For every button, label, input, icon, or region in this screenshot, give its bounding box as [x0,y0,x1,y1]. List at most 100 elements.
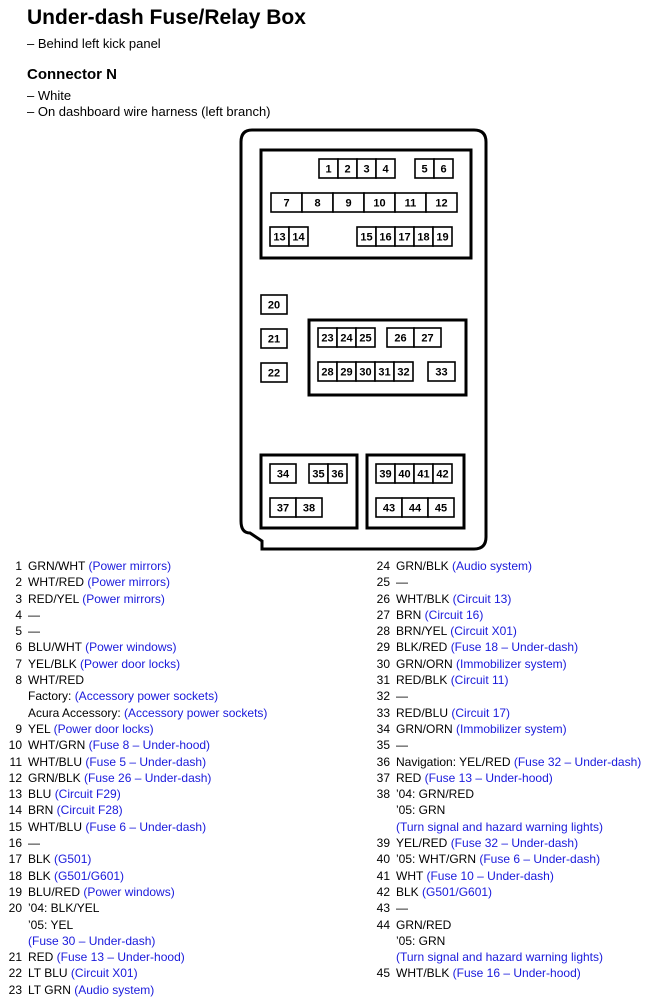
pin-description: BRN (Circuit 16) [396,607,483,623]
circuit-reference-link[interactable]: (Circuit 16) [424,607,484,622]
circuit-reference-link[interactable]: (Fuse 16 – Under-hood) [452,966,581,981]
fuse-label-4: 4 [382,164,389,176]
pin-description: BLK (G501/G601) [396,884,492,900]
circuit-reference-link[interactable]: (Fuse 26 – Under-dash) [84,770,212,785]
wire-color-text: Navigation: YEL/RED [396,754,514,769]
wire-color-text: WHT/BLU [28,819,86,834]
circuit-reference-link[interactable]: (G501) [54,852,92,867]
pin-description-line: RED (Fuse 13 – Under-hood) [28,949,185,965]
circuit-reference-link[interactable]: (G501/G601) [422,884,493,899]
pin-description: — [396,900,408,916]
pin-description-line: — [28,835,40,851]
circuit-reference-link[interactable]: (Fuse 6 – Under-dash) [479,852,601,867]
circuit-reference-link[interactable]: (Circuit X01) [450,624,517,639]
circuit-reference-link[interactable]: (Fuse 32 – Under-dash) [513,754,642,769]
pin-row-38: 38’04: GRN/RED’05: GRN(Turn signal and h… [368,786,641,835]
pin-row-29: 29 BLK/RED (Fuse 18 – Under-dash) [368,639,641,655]
pin-description: LT GRN (Audio system) [28,982,154,998]
pin-number: 23 [8,982,22,997]
circuit-reference-link[interactable]: (Power windows) [83,884,175,899]
fuse-label-35: 35 [312,469,324,481]
circuit-reference-link[interactable]: (G501/G601) [54,868,125,883]
pin-number: 35 [376,738,390,753]
fuse-label-19: 19 [436,232,448,244]
wire-color-text: BLK [28,852,55,867]
fuse-cell-42 [432,463,453,484]
fuse-label-3: 3 [363,164,369,176]
pin-number: 29 [376,640,390,655]
circuit-reference-link[interactable]: (Fuse 13 – Under-hood) [56,950,185,965]
fuse-label-18: 18 [417,232,429,244]
wire-color-text: RED/YEL [28,591,83,606]
circuit-reference-link[interactable]: (Power mirrors) [82,591,165,606]
circuit-reference-link[interactable]: (Power mirrors) [88,559,172,573]
circuit-reference-link[interactable]: (Circuit F28) [56,803,123,818]
circuit-reference-link[interactable]: (Accessory power sockets) [74,689,219,704]
circuit-reference-link[interactable]: (Circuit X01) [70,966,138,981]
wire-color-text: GRN/WHT [28,559,89,573]
pin-description: BRN (Circuit F28) [28,802,123,818]
circuit-reference-link[interactable]: (Immobilizer system) [456,656,567,671]
pin-number: 31 [376,673,390,688]
circuit-reference-link[interactable]: (Fuse 5 – Under-dash) [85,754,207,769]
pin-description-line: BRN/YEL (Circuit X01) [396,623,517,639]
circuit-reference-link[interactable]: (Circuit 13) [452,591,512,606]
pin-number: 20 [8,901,22,916]
circuit-reference-link[interactable]: (Immobilizer system) [456,721,567,736]
pin-description: — [396,574,408,590]
fuse-cell-34 [269,463,297,484]
circuit-reference-link[interactable]: (Fuse 10 – Under-dash) [426,868,554,883]
pin-row-32: 32— [368,688,641,704]
pin-description-line: (Turn signal and hazard warning lights) [396,949,603,965]
pin-number: 9 [15,721,22,736]
circuit-reference-link[interactable]: (Fuse 8 – Under-hood) [88,738,211,753]
circuit-reference-link[interactable]: (Power windows) [85,640,177,655]
circuit-reference-link[interactable]: (Fuse 32 – Under-dash) [450,836,579,851]
pin-description: RED/YEL (Power mirrors) [28,591,165,607]
wire-color-text: BLK/RED [396,640,451,655]
fuse-label-44: 44 [409,503,422,515]
circuit-reference-link[interactable]: (Fuse 30 – Under-dash) [28,933,156,948]
fuse-label-37: 37 [277,503,289,515]
pin-description: GRN/ORN (Immobilizer system) [396,656,567,672]
circuit-reference-link[interactable]: (Turn signal and hazard warning lights) [396,950,603,965]
pin-description-line: GRN/ORN (Immobilizer system) [396,656,567,672]
circuit-reference-link[interactable]: (Power door locks) [53,721,154,736]
wire-color-text: GRN/ORN [396,656,456,671]
circuit-reference-link[interactable]: (Audio system) [74,982,155,997]
circuit-reference-link[interactable]: (Fuse 6 – Under-dash) [85,819,207,834]
circuit-reference-link[interactable]: (Fuse 18 – Under-dash) [450,640,579,655]
circuit-reference-link[interactable]: (Turn signal and hazard warning lights) [396,819,603,834]
circuit-reference-link[interactable]: (Circuit 11) [450,673,509,688]
fuse-cell-27 [413,327,442,348]
circuit-reference-link[interactable]: (Power mirrors) [87,575,170,590]
pin-description: RED (Fuse 13 – Under-hood) [28,949,185,965]
pin-number: 4 [15,607,22,622]
pin-row-35: 35— [368,737,641,753]
pin-description: LT BLU (Circuit X01) [28,965,138,981]
wire-color-text: WHT/BLK [396,966,453,981]
pin-row-23: 23 LT GRN (Audio system) [0,982,267,998]
circuit-reference-link[interactable]: (Circuit F29) [54,787,121,802]
circuit-reference-link[interactable]: (Fuse 13 – Under-hood) [424,770,553,785]
pin-description: ’04: BLK/YEL’05: YEL(Fuse 30 – Under-das… [28,900,155,949]
fuse-label-24: 24 [340,333,353,345]
circuit-reference-link[interactable]: (Circuit 17) [451,705,511,720]
circuit-reference-link[interactable]: (Power door locks) [80,656,181,671]
circuit-reference-link[interactable]: (Accessory power sockets) [124,705,268,720]
circuit-reference-link[interactable]: (Audio system) [452,559,533,573]
pin-number: 8 [15,673,22,688]
pin-description: YEL (Power door locks) [28,721,154,737]
